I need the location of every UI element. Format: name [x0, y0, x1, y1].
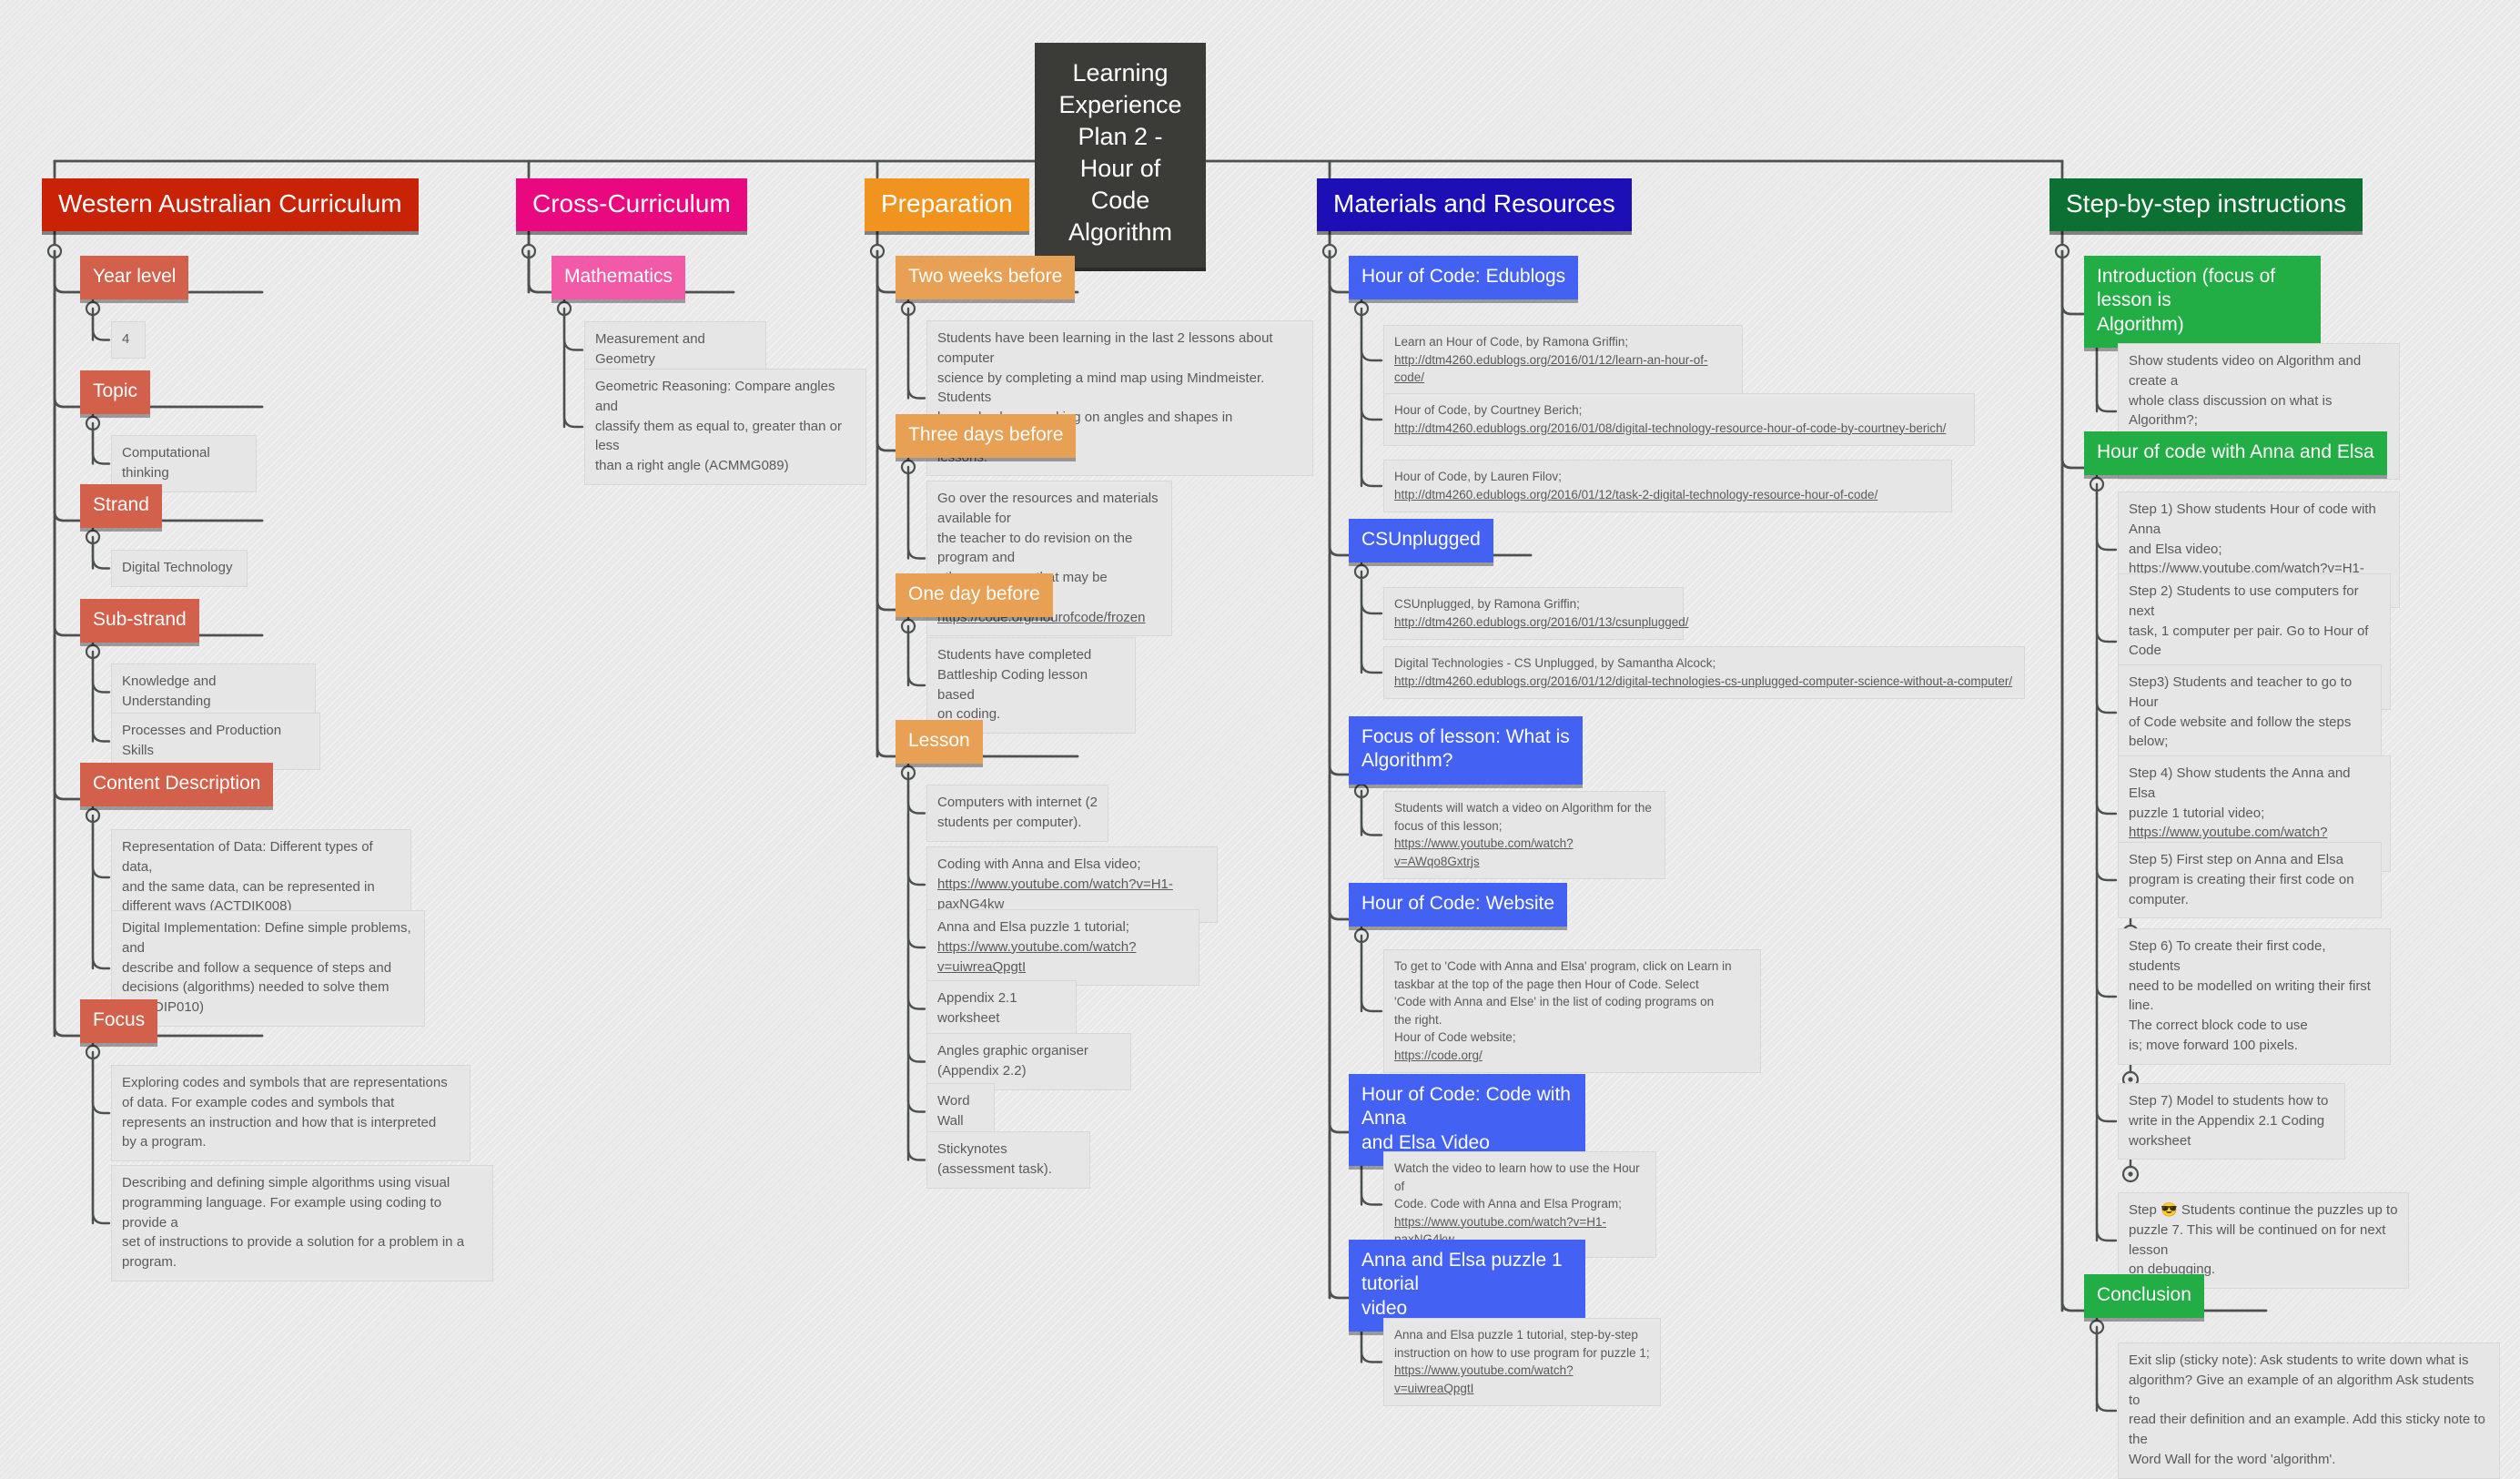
- subnode-label: Lesson: [908, 730, 970, 751]
- subnode-label: Hour of Code: Code with Anna and Elsa Vi…: [1361, 1084, 1571, 1153]
- subnode-label: Hour of code with Anna and Elsa: [2097, 441, 2374, 462]
- subnode-western-australian-curriculum-0[interactable]: Year level: [80, 256, 189, 300]
- branch-title: Cross-Curriculum: [532, 189, 731, 218]
- leaf-note[interactable]: Hour of Code, by Courtney Berich;http://…: [1383, 393, 1975, 447]
- subnode-label: One day before: [908, 583, 1040, 604]
- leaf-note[interactable]: Angles graphic organiser (Appendix 2.2): [926, 1033, 1131, 1090]
- branch-step-by-step-instructions[interactable]: Step-by-step instructions: [2049, 178, 2363, 231]
- subnode-western-australian-curriculum-1[interactable]: Topic: [80, 370, 151, 415]
- subnode-preparation-1[interactable]: Three days before: [896, 414, 1077, 459]
- leaf-note[interactable]: Appendix 2.1 worksheet: [926, 980, 1077, 1038]
- subnode-label: Conclusion: [2097, 1284, 2191, 1305]
- leaf-note[interactable]: Digital Technology: [111, 550, 248, 587]
- subnode-western-australian-curriculum-2[interactable]: Strand: [80, 484, 162, 529]
- hyperlink[interactable]: https://www.youtube.com/watch?v=H1-paxNG…: [937, 876, 1173, 912]
- branch-title: Western Australian Curriculum: [58, 189, 402, 218]
- leaf-note[interactable]: Exploring codes and symbols that are rep…: [111, 1065, 471, 1161]
- subnode-preparation-3[interactable]: Lesson: [896, 720, 983, 765]
- branch-title: Materials and Resources: [1333, 189, 1615, 218]
- subnode-label: Introduction (focus of lesson is Algorit…: [2097, 266, 2276, 335]
- hyperlink[interactable]: https://code.org/: [1394, 1048, 1483, 1062]
- subnode-materials-and-resources-3[interactable]: Hour of Code: Website: [1349, 883, 1568, 927]
- leaf-note[interactable]: Step 😎 Students continue the puzzles up …: [2118, 1192, 2409, 1289]
- branch-title: Step-by-step instructions: [2066, 189, 2347, 218]
- hyperlink[interactable]: http://dtm4260.edublogs.org/2016/01/12/l…: [1394, 352, 1708, 385]
- branch-cross-curriculum[interactable]: Cross-Curriculum: [516, 178, 747, 231]
- subnode-label: Year level: [93, 266, 177, 287]
- subnode-materials-and-resources-1[interactable]: CSUnplugged: [1349, 519, 1493, 563]
- leaf-note[interactable]: Anna and Elsa puzzle 1 tutorial, step-by…: [1383, 1318, 1661, 1407]
- branch-western-australian-curriculum[interactable]: Western Australian Curriculum: [42, 178, 419, 231]
- branch-materials-and-resources[interactable]: Materials and Resources: [1317, 178, 1632, 231]
- leaf-note[interactable]: Describing and defining simple algorithm…: [111, 1165, 493, 1281]
- subnode-label: Strand: [93, 494, 149, 515]
- hyperlink[interactable]: http://dtm4260.edublogs.org/2016/01/12/d…: [1394, 674, 2013, 688]
- subnode-label: Anna and Elsa puzzle 1 tutorial video: [1361, 1250, 1563, 1319]
- hyperlink[interactable]: http://dtm4260.edublogs.org/2016/01/12/t…: [1394, 487, 1878, 501]
- leaf-note[interactable]: Digital Implementation: Define simple pr…: [111, 910, 425, 1027]
- leaf-note[interactable]: Knowledge and Understanding: [111, 664, 316, 721]
- subnode-preparation-0[interactable]: Two weeks before: [896, 256, 1076, 300]
- leaf-note[interactable]: Hour of Code, by Lauren Filov;http://dtm…: [1383, 460, 1952, 513]
- leaf-note[interactable]: Digital Technologies - CS Unplugged, by …: [1383, 646, 2025, 700]
- leaf-note[interactable]: Step 6) To create their first code, stud…: [2118, 928, 2391, 1065]
- leaf-note[interactable]: To get to 'Code with Anna and Elsa' prog…: [1383, 949, 1761, 1074]
- subnode-step-by-step-instructions-2[interactable]: Conclusion: [2084, 1274, 2204, 1319]
- subnode-label: Mathematics: [564, 266, 673, 287]
- leaf-note[interactable]: Exit slip (sticky note): Ask students to…: [2118, 1342, 2500, 1479]
- subnode-preparation-2[interactable]: One day before: [896, 573, 1053, 618]
- subnode-cross-curriculum-0[interactable]: Mathematics: [552, 256, 686, 300]
- branch-title: Preparation: [881, 189, 1013, 218]
- leaf-note[interactable]: Representation of Data: Different types …: [111, 829, 411, 926]
- subnode-label: Focus: [93, 1009, 146, 1030]
- leaf-note[interactable]: Step3) Students and teacher to go to Hou…: [2118, 664, 2382, 761]
- leaf-note[interactable]: Processes and Production Skills: [111, 713, 320, 770]
- leaf-note[interactable]: CSUnplugged, by Ramona Griffin;http://dt…: [1383, 587, 1689, 641]
- subnode-label: Hour of Code: Edublogs: [1361, 266, 1566, 287]
- subnode-western-australian-curriculum-3[interactable]: Sub-strand: [80, 599, 199, 643]
- subnode-label: Content Description: [93, 773, 261, 794]
- leaf-note[interactable]: Students will watch a video on Algorithm…: [1383, 791, 1665, 880]
- leaf-note[interactable]: Word Wall: [926, 1083, 995, 1140]
- hyperlink[interactable]: https://www.youtube.com/watch?v=uiwreaQp…: [937, 938, 1137, 975]
- leaf-note[interactable]: Computational thinking: [111, 435, 257, 492]
- subnode-label: Focus of lesson: What is Algorithm?: [1361, 726, 1570, 772]
- subnode-label: Three days before: [908, 424, 1064, 445]
- subnode-materials-and-resources-4[interactable]: Hour of Code: Code with Anna and Elsa Vi…: [1349, 1074, 1585, 1166]
- branch-preparation[interactable]: Preparation: [865, 178, 1029, 231]
- subnode-western-australian-curriculum-4[interactable]: Content Description: [80, 763, 274, 807]
- subnode-step-by-step-instructions-1[interactable]: Hour of code with Anna and Elsa: [2084, 431, 2387, 476]
- root-node[interactable]: Learning Experience Plan 2 -Hour of Code…: [1035, 43, 1206, 268]
- subnode-label: Topic: [93, 380, 138, 401]
- subnode-label: Two weeks before: [908, 266, 1063, 287]
- hyperlink[interactable]: http://dtm4260.edublogs.org/2016/01/08/d…: [1394, 420, 1947, 435]
- leaf-note[interactable]: 4: [111, 321, 146, 359]
- leaf-note[interactable]: Anna and Elsa puzzle 1 tutorial;https://…: [926, 909, 1199, 987]
- leaf-note[interactable]: Stickynotes (assessment task).: [926, 1131, 1090, 1189]
- subnode-materials-and-resources-0[interactable]: Hour of Code: Edublogs: [1349, 256, 1579, 300]
- subnode-label: CSUnplugged: [1361, 529, 1481, 550]
- hyperlink[interactable]: https://www.youtube.com/watch?v=uiwreaQp…: [1394, 1363, 1574, 1395]
- subnode-western-australian-curriculum-5[interactable]: Focus: [80, 999, 158, 1044]
- leaf-note[interactable]: Learn an Hour of Code, by Ramona Griffin…: [1383, 325, 1743, 396]
- subnode-label: Sub-strand: [93, 609, 187, 630]
- subnode-materials-and-resources-2[interactable]: Focus of lesson: What is Algorithm?: [1349, 716, 1583, 785]
- subnode-materials-and-resources-5[interactable]: Anna and Elsa puzzle 1 tutorial video: [1349, 1240, 1585, 1332]
- subnode-step-by-step-instructions-0[interactable]: Introduction (focus of lesson is Algorit…: [2084, 256, 2321, 348]
- hyperlink[interactable]: http://dtm4260.edublogs.org/2016/01/13/c…: [1394, 614, 1689, 629]
- hyperlink[interactable]: https://www.youtube.com/watch?v=AWqo8Gxt…: [1394, 836, 1574, 868]
- subnode-label: Hour of Code: Website: [1361, 893, 1555, 914]
